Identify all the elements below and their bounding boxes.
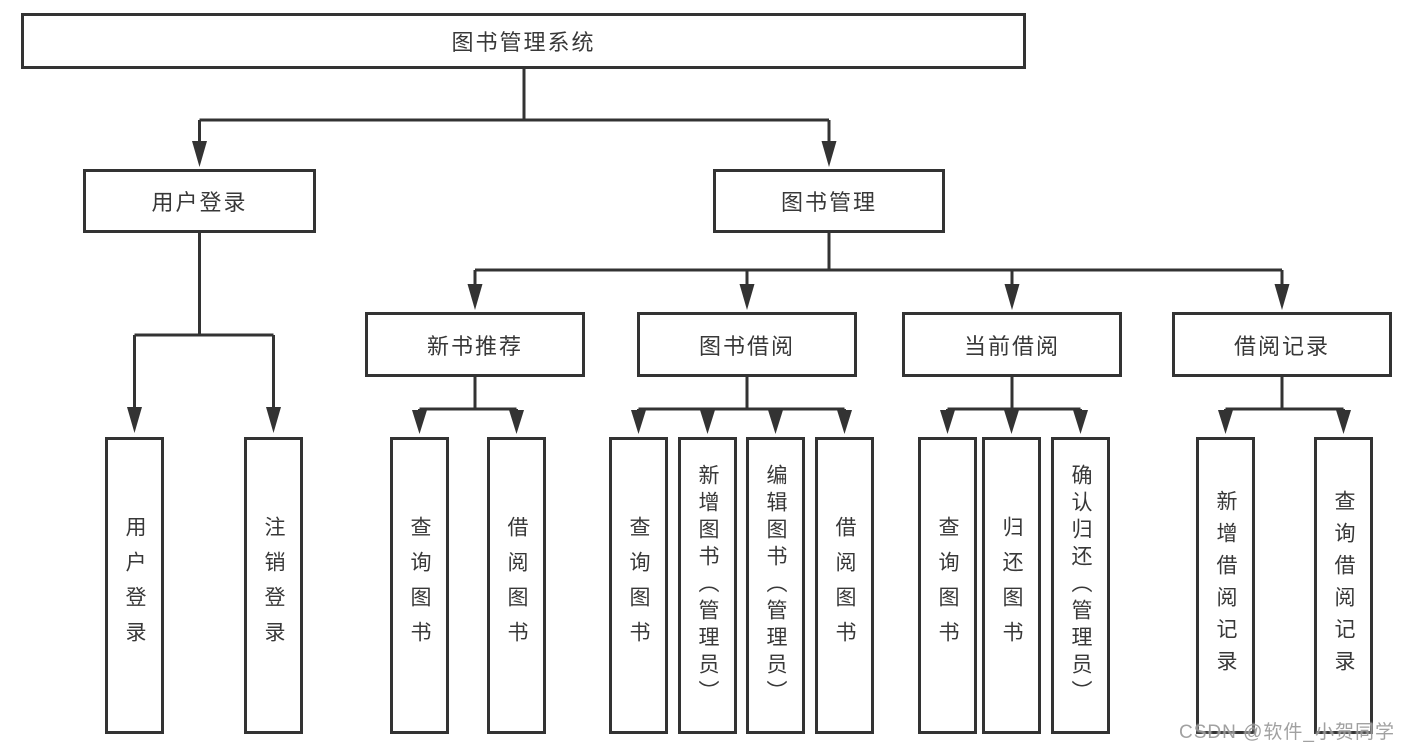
node-user-login-action: 用户登录 — [105, 437, 164, 734]
node-label: 查询图书 — [408, 515, 432, 656]
node-label: 注销登录 — [262, 515, 286, 656]
node-query-borrow-record: 查询借阅记录 — [1314, 437, 1373, 734]
node-library-system: 图书管理系统 — [21, 13, 1026, 69]
connector-recommend-to-leaves — [418, 377, 518, 411]
node-borrow-books-recommend: 借阅图书 — [487, 437, 546, 734]
csdn-watermark: CSDN @软件_小贺同学 — [1179, 722, 1395, 743]
node-query-books-borrow: 查询图书 — [609, 437, 668, 734]
node-add-books-admin: 新增图书（管理员） — [678, 437, 737, 734]
node-label: 查询图书 — [627, 515, 651, 656]
arrowheads — [127, 141, 1351, 434]
node-label: 借阅图书 — [833, 515, 857, 656]
connector-records-to-leaves — [1224, 377, 1345, 411]
node-label: 查询借阅记录 — [1332, 489, 1356, 682]
connector-borrow-to-leaves — [637, 377, 846, 411]
node-edit-books-admin: 编辑图书（管理员） — [746, 437, 805, 734]
connector-login-to-leaves — [133, 233, 275, 408]
node-borrow-books-action: 借阅图书 — [815, 437, 874, 734]
node-label: 确认归还（管理员） — [1069, 464, 1093, 707]
connector-mgmt-to-level3 — [473, 233, 1284, 284]
node-label: 新增图书（管理员） — [696, 464, 720, 707]
node-label: 新增借阅记录 — [1214, 489, 1238, 682]
node-return-books: 归还图书 — [982, 437, 1041, 734]
connector-root-to-level2 — [198, 69, 831, 142]
node-logout-action: 注销登录 — [244, 437, 303, 734]
node-label: 查询图书 — [936, 515, 960, 656]
node-add-borrow-record: 新增借阅记录 — [1196, 437, 1255, 734]
node-label: 用户登录 — [123, 515, 147, 656]
node-label: 编辑图书（管理员） — [764, 464, 788, 707]
connector-current-to-leaves — [946, 377, 1082, 411]
node-user-login: 用户登录 — [83, 169, 316, 233]
node-current-borrowing: 当前借阅 — [902, 312, 1122, 377]
node-book-borrowing: 图书借阅 — [637, 312, 857, 377]
node-query-books-recommend: 查询图书 — [390, 437, 449, 734]
node-label: 归还图书 — [1000, 515, 1024, 656]
node-new-book-recommend: 新书推荐 — [365, 312, 585, 377]
node-label: 借阅图书 — [505, 515, 529, 656]
node-confirm-return-admin: 确认归还（管理员） — [1051, 437, 1110, 734]
node-book-management: 图书管理 — [713, 169, 945, 233]
node-borrowing-records: 借阅记录 — [1172, 312, 1392, 377]
node-query-books-current: 查询图书 — [918, 437, 977, 734]
